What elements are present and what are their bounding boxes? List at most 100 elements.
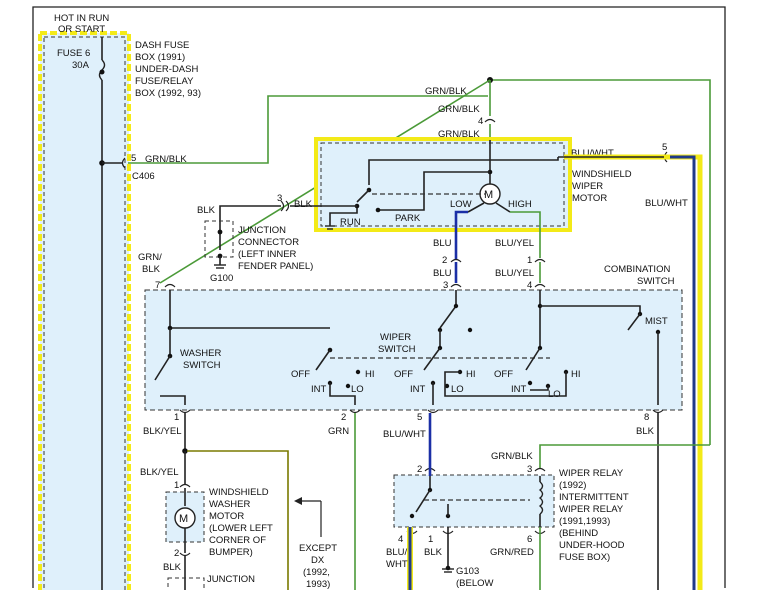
right-off-label: OFF bbox=[494, 369, 513, 380]
junction-line-3: (LEFT INNER bbox=[238, 249, 297, 260]
motor-pin-5: 5 bbox=[662, 142, 667, 153]
relay-pin-4: 4 bbox=[398, 534, 403, 545]
wiper-switch-label-2: SWITCH bbox=[378, 344, 416, 355]
relay-line-6: (BEHIND bbox=[559, 528, 598, 539]
wiper-motor-highlight bbox=[314, 137, 572, 232]
c406-label: C406 bbox=[132, 171, 155, 182]
right-hi-link bbox=[444, 371, 567, 397]
c406-pin: 5 bbox=[131, 153, 136, 164]
relay-line-5: (1991,1993) bbox=[559, 516, 610, 527]
except-arrow-head bbox=[294, 497, 302, 505]
fuse-box-line-3: UNDER-DASH bbox=[135, 64, 198, 75]
wiper-motor-title-2: WIPER bbox=[572, 181, 603, 192]
relay-line-1: WIPER RELAY bbox=[559, 468, 624, 479]
mist-blade bbox=[627, 313, 641, 331]
left-int-label: INT bbox=[311, 384, 327, 395]
blu-yel-pin: 1 bbox=[527, 255, 532, 266]
combination-pin-4: 4 bbox=[527, 280, 532, 291]
washer-switch-label-2: SWITCH bbox=[183, 360, 221, 371]
left-lo-contact bbox=[345, 383, 351, 389]
mist-label: MIST bbox=[645, 316, 668, 327]
relay-line-7: UNDER-HOOD bbox=[559, 540, 625, 551]
motor-run-label: RUN bbox=[340, 217, 361, 228]
washer-line-2: WASHER bbox=[209, 499, 250, 510]
washer-bottom-connector bbox=[179, 552, 191, 557]
wiper-relay-box bbox=[393, 474, 555, 528]
motor-park-label: PARK bbox=[395, 213, 421, 224]
splice-wire-label-3: GRN/BLK bbox=[438, 129, 480, 140]
washer-pin-bottom: 2 bbox=[174, 548, 179, 559]
wiper-switch-label-1: WIPER bbox=[380, 332, 411, 343]
right-int-label: INT bbox=[511, 384, 527, 395]
blu-yel-connector bbox=[534, 258, 546, 263]
washer-wire-top-label: BLK/YEL bbox=[140, 467, 179, 478]
blu-wht-side-label: BLU/WHT bbox=[645, 198, 688, 209]
motor-low-brush bbox=[467, 202, 485, 213]
blu-yel-label-1: BLU/YEL bbox=[495, 238, 534, 249]
relay-coil bbox=[538, 481, 544, 515]
wiper-motor-title-3: MOTOR bbox=[572, 193, 607, 204]
junction-line-4: FENDER PANEL) bbox=[238, 261, 313, 272]
splice-connector bbox=[484, 118, 496, 123]
g103-dot bbox=[445, 565, 451, 571]
motor-internal-loop bbox=[368, 157, 559, 185]
combination-wire-grn: GRN bbox=[328, 426, 349, 437]
motor-low-label: LOW bbox=[450, 199, 472, 210]
washer-feed-label-1: GRN/ bbox=[138, 252, 162, 263]
relay-wire-in-label: GRN/BLK bbox=[491, 451, 533, 462]
combination-connector-7 bbox=[164, 283, 176, 288]
wiper-motor-symbol-label: M bbox=[484, 189, 493, 201]
combination-title-2: SWITCH bbox=[637, 276, 675, 287]
left-lo-label: LO bbox=[351, 384, 364, 395]
combination-wire-blk-yel: BLK/YEL bbox=[143, 426, 182, 437]
mist-wire bbox=[540, 305, 641, 312]
fuse-box-outline bbox=[43, 36, 126, 590]
diagram-frame bbox=[32, 6, 726, 588]
combination-title-1: COMBINATION bbox=[604, 264, 670, 275]
washer-line-4: (LOWER LEFT bbox=[209, 523, 273, 534]
c406-wire-label: GRN/BLK bbox=[145, 154, 187, 165]
wiper-motor-title-1: WINDSHIELD bbox=[572, 169, 632, 180]
mid-upper-pivot bbox=[453, 303, 459, 309]
blu-pin: 2 bbox=[442, 255, 447, 266]
combination-pin-8: 8 bbox=[644, 412, 649, 423]
park-contact bbox=[375, 207, 381, 213]
relay-line-4: WIPER RELAY bbox=[559, 504, 624, 515]
left-hi-label: HI bbox=[365, 369, 375, 380]
except-line-3: (1992, bbox=[303, 567, 330, 578]
washer-motor-symbol-label: M bbox=[179, 513, 188, 525]
combination-bottom-connector-1 bbox=[179, 409, 191, 414]
except-line-2: DX bbox=[311, 555, 325, 566]
junction-dot-1 bbox=[217, 229, 223, 235]
g103-note: (BELOW bbox=[456, 578, 494, 589]
junction-blk-wire bbox=[219, 205, 281, 250]
combination-pin-7: 7 bbox=[155, 280, 160, 291]
blu-label-2: BLU bbox=[433, 268, 452, 279]
hot-bus-highlight bbox=[38, 31, 131, 590]
combination-wire-blk: BLK bbox=[636, 426, 655, 437]
fuse-box-line-1: DASH FUSE bbox=[135, 40, 189, 51]
washer-wire-bottom-label: BLK bbox=[163, 562, 182, 573]
mid-hi-label: HI bbox=[466, 369, 476, 380]
mid-int-label: INT bbox=[410, 384, 426, 395]
mid-switch-blade bbox=[423, 347, 441, 371]
junction-line-1: JUNCTION bbox=[238, 225, 286, 236]
relay-line-3: INTERMITTENT bbox=[559, 492, 629, 503]
washer-line-1: WINDSHIELD bbox=[209, 487, 269, 498]
park-switch-blade bbox=[356, 189, 370, 203]
washer-switch-label-1: WASHER bbox=[180, 348, 221, 359]
combination-pin-5: 5 bbox=[417, 412, 422, 423]
fuse-box-line-5: BOX (1992, 93) bbox=[135, 88, 201, 99]
motor-blk-connector-2 bbox=[280, 200, 285, 212]
motor-high-label: HIGH bbox=[508, 199, 532, 210]
relay-contact-1 bbox=[409, 513, 415, 519]
blk-yel-olive-wire bbox=[187, 450, 289, 590]
relay-wire-blu-label-1: BLU/ bbox=[386, 547, 407, 558]
relay-wire-blu-label-2: WHT bbox=[386, 559, 408, 570]
mid-off-label: OFF bbox=[394, 369, 413, 380]
combination-pin-2: 2 bbox=[341, 412, 346, 423]
combination-bottom-connector-5 bbox=[427, 409, 439, 414]
junction-line-2: CONNECTOR bbox=[238, 237, 299, 248]
right-lo-label: LO bbox=[548, 389, 561, 400]
